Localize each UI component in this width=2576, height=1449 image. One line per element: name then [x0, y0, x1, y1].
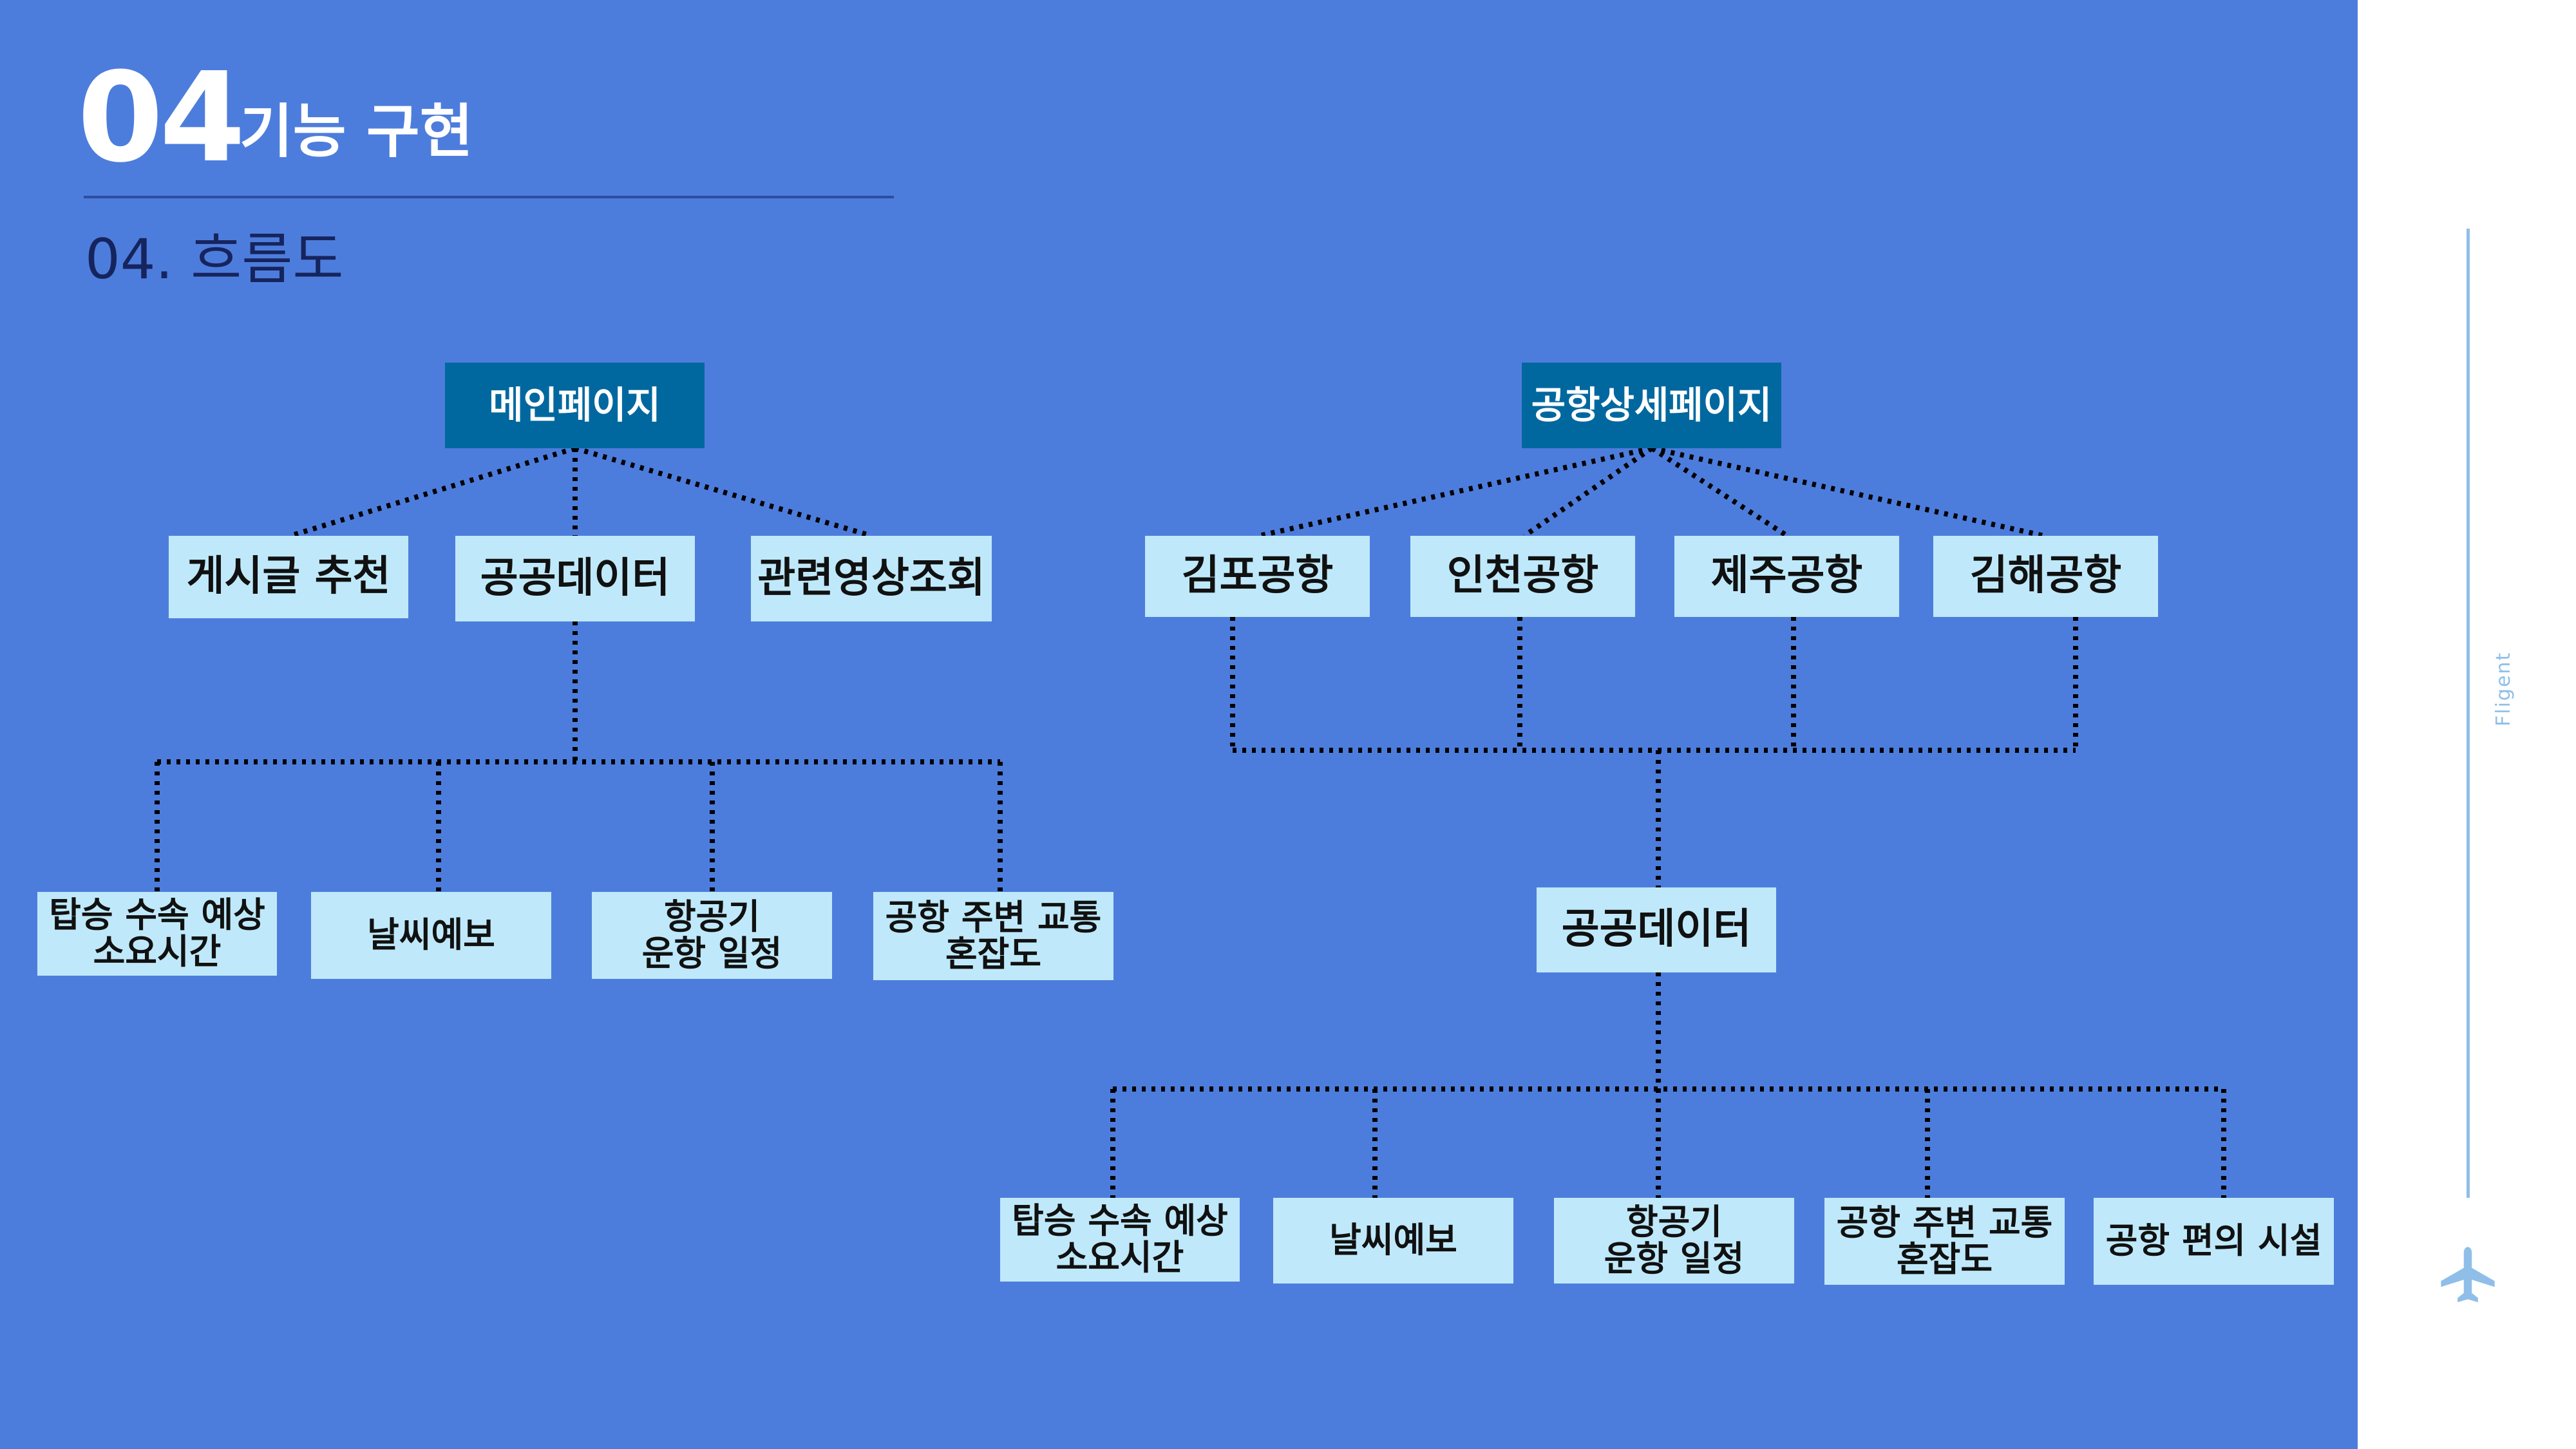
airplane-icon: [2441, 1247, 2495, 1303]
node-gimpo-airport: 김포공항: [1145, 536, 1370, 617]
node-related-video: 관련영상조회: [751, 536, 992, 621]
node-airport-facilities: 공항 편의 시설: [2094, 1198, 2334, 1285]
node-right-weather: 날씨예보: [1273, 1198, 1513, 1283]
node-post-recommend: 게시글 추천: [169, 536, 408, 618]
flow-connectors: [155, 446, 2226, 1198]
edge-detail-to-gimpo: [1258, 446, 1653, 538]
brand-label: Fligent: [2492, 651, 2515, 726]
node-main-page: 메인페이지: [445, 363, 705, 448]
node-right-checkin-time: 탑승 수속 예상 소요시간: [1000, 1198, 1240, 1282]
edge-main-to-video: [574, 446, 873, 538]
edge-detail-to-gimhae: [1651, 446, 2045, 538]
node-left-traffic: 공항 주변 교통 혼잡도: [873, 892, 1113, 980]
section-title: 기능 구현: [240, 98, 473, 166]
node-right-traffic: 공항 주변 교통 혼잡도: [1824, 1198, 2065, 1285]
node-right-flight-schedule: 항공기 운항 일정: [1554, 1198, 1794, 1283]
edge-detail-to-incheon: [1522, 446, 1654, 538]
edge-main-to-recommend: [289, 446, 576, 538]
node-incheon-airport: 인천공항: [1410, 536, 1635, 617]
section-number: 04: [77, 46, 245, 190]
node-left-checkin-time: 탑승 수속 예상 소요시간: [37, 892, 277, 976]
node-left-flight-schedule: 항공기 운항 일정: [592, 892, 832, 979]
node-right-public-data: 공공데이터: [1537, 887, 1776, 972]
side-accent-line: [2467, 229, 2470, 1198]
edge-detail-to-jeju: [1650, 446, 1789, 538]
section-subtitle: 04. 흐름도: [85, 227, 344, 292]
node-airport-detail-page: 공항상세페이지: [1522, 363, 1781, 448]
node-jeju-airport: 제주공항: [1674, 536, 1899, 617]
node-left-public-data: 공공데이터: [455, 536, 695, 621]
node-gimhae-airport: 김해공항: [1933, 536, 2158, 617]
title-divider: [84, 196, 894, 198]
node-left-weather: 날씨예보: [311, 892, 551, 979]
